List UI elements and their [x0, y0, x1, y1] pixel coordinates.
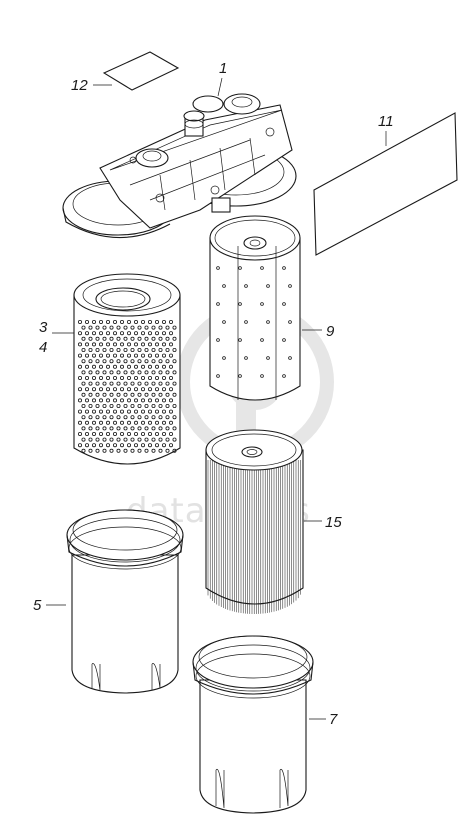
callout-12: 12 — [71, 77, 88, 94]
part-1-filter-head — [62, 93, 297, 239]
callout-5: 5 — [33, 597, 42, 614]
part-7-filter-cup — [192, 635, 314, 814]
leader-lines — [46, 77, 387, 720]
callout-9: 9 — [326, 323, 335, 340]
callout-11: 11 — [378, 113, 394, 130]
callout-15: 15 — [325, 514, 342, 531]
callouts: 1 12 11 3 4 9 15 5 7 — [33, 60, 394, 728]
part-9-perforated-element — [209, 215, 301, 401]
callout-3: 3 — [39, 319, 48, 336]
part-11-plate — [313, 112, 458, 256]
callout-4: 4 — [39, 339, 47, 356]
part-12-plate — [102, 51, 180, 91]
callout-1: 1 — [219, 60, 227, 77]
callout-7: 7 — [329, 711, 338, 728]
part-5-filter-cup — [66, 509, 184, 694]
part-15-pleated-element — [205, 429, 304, 614]
part-3-4-paper-element — [73, 273, 181, 465]
